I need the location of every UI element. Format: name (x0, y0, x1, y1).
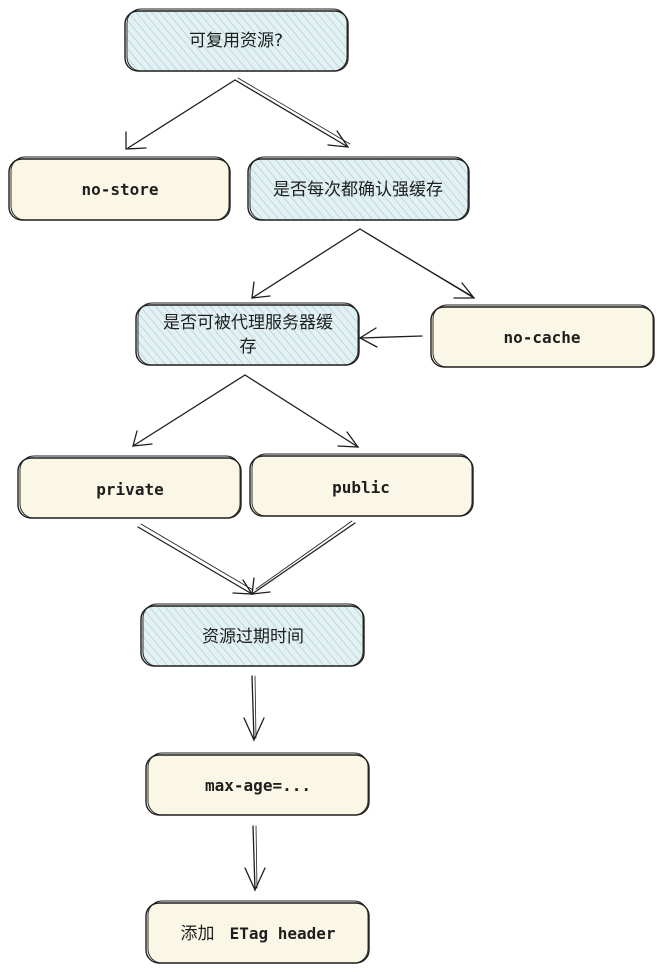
edge-reusable-to-no-store (125, 79, 236, 150)
node-private[interactable]: private (17, 455, 242, 519)
edge-proxy-cache-to-private (132, 374, 246, 447)
node-revalidate-each-time[interactable]: 是否每次都确认强缓存 (247, 156, 470, 221)
edge-private-to-expire (137, 523, 254, 595)
edge-no-cache-to-proxy-cache (358, 327, 423, 348)
edge-max-age-to-etag (244, 825, 266, 892)
node-proxy-cacheable[interactable]: 是否可被代理服务器缓 存 (135, 302, 360, 366)
node-no-store-label: no-store (81, 180, 158, 199)
edge-public-to-expire (251, 520, 356, 595)
node-proxy-cacheable-label-line2: 存 (240, 337, 257, 357)
edge-revalidate-to-proxy-cache (251, 228, 361, 299)
node-public[interactable]: public (249, 453, 474, 517)
node-private-label: private (96, 480, 163, 499)
node-reusable-resource[interactable]: 可复用资源? (124, 8, 349, 72)
node-public-label: public (332, 478, 390, 497)
node-reusable-label: 可复用资源? (189, 31, 283, 51)
node-revalidate-label: 是否每次都确认强缓存 (273, 180, 443, 200)
node-resource-expiry-label: 资源过期时间 (202, 627, 304, 647)
edge-revalidate-to-no-cache (359, 228, 476, 299)
node-max-age[interactable]: max-age=... (145, 752, 370, 816)
node-add-etag-header[interactable]: 添加 ETag header (145, 900, 370, 964)
node-no-cache-label: no-cache (503, 328, 580, 347)
node-add-etag-label: 添加 ETag header (180, 924, 335, 944)
edge-expire-to-max-age (243, 675, 265, 742)
edge-proxy-cache-to-public (244, 374, 360, 448)
node-no-cache[interactable]: no-cache (430, 304, 655, 368)
node-max-age-label: max-age=... (205, 776, 311, 795)
node-add-etag-label-en: ETag header (230, 924, 336, 943)
node-add-etag-label-cn: 添加 (180, 924, 214, 944)
node-resource-expiry[interactable]: 资源过期时间 (140, 603, 365, 667)
edge-reusable-to-revalidate (234, 77, 351, 148)
node-proxy-cacheable-label-line1: 是否可被代理服务器缓 (163, 313, 333, 333)
node-no-store[interactable]: no-store (8, 156, 231, 221)
